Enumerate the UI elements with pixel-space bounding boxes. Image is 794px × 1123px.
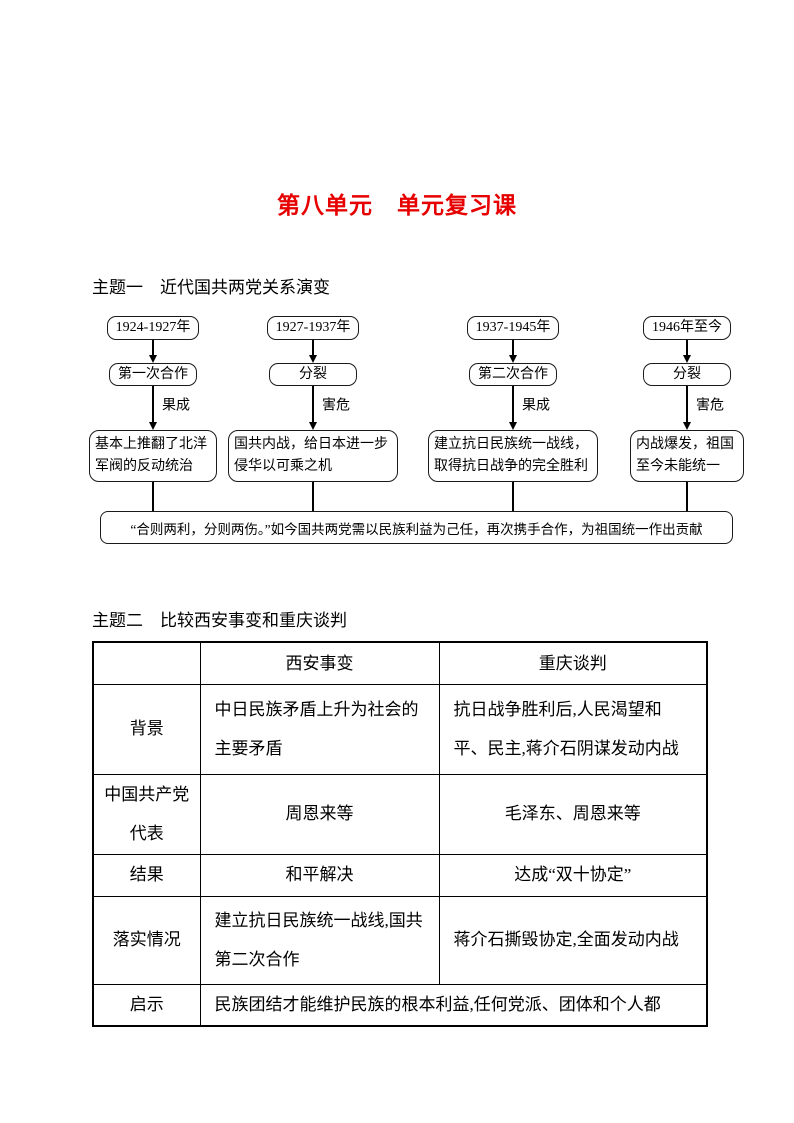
table-row-result: 结果 和平解决 达成“双十协定” bbox=[92, 853, 708, 897]
xian-representatives-cell: 周恩来等 bbox=[199, 773, 440, 855]
period-box: 1937-1945年 bbox=[466, 316, 560, 340]
table-row-background: 背景 中日民族矛盾上升为社会的主要矛盾 抗日战争胜利后,人民渴望和平、民主,蒋介… bbox=[92, 683, 708, 775]
status-box: 分裂 bbox=[269, 362, 357, 387]
xian-implementation-cell: 建立抗日民族统一战线,国共第二次合作 bbox=[199, 895, 440, 985]
row-label: 背景 bbox=[92, 683, 201, 775]
arrow-label: 危害 bbox=[694, 397, 723, 420]
header-chongqing-talks: 重庆谈判 bbox=[438, 641, 708, 685]
down-arrow-icon: 成果 bbox=[133, 386, 189, 431]
down-arrow-icon bbox=[667, 339, 707, 363]
result-box: 基本上推翻了北洋军阀的反动统治 bbox=[89, 430, 217, 482]
lesson-cell: 民族团结才能维护民族的根本利益,任何党派、团体和个人都 bbox=[199, 983, 708, 1027]
row-label: 结果 bbox=[92, 853, 201, 897]
result-box: 建立抗日民族统一战线，取得抗日战争的完全胜利 bbox=[428, 430, 598, 482]
period-box: 1924-1927年 bbox=[106, 316, 200, 340]
result-box: 内战爆发，祖国至今未能统一 bbox=[630, 430, 744, 482]
arrow-label: 危害 bbox=[320, 397, 349, 420]
arrow-label: 成果 bbox=[160, 397, 189, 420]
table-row-ccp-representatives: 中国共产党代表 周恩来等 毛泽东、周恩来等 bbox=[92, 773, 708, 855]
connector-line bbox=[312, 481, 314, 511]
result-box: 国共内战，给日本进一步侵华以可乘之机 bbox=[228, 430, 398, 482]
connector-line bbox=[512, 481, 514, 511]
period-box: 1927-1937年 bbox=[266, 316, 360, 340]
row-label: 落实情况 bbox=[92, 895, 201, 985]
down-arrow-icon: 成果 bbox=[493, 386, 549, 431]
chongqing-representatives-cell: 毛泽东、周恩来等 bbox=[438, 773, 708, 855]
chongqing-result-cell: 达成“双十协定” bbox=[438, 853, 708, 897]
down-arrow-icon: 危害 bbox=[667, 386, 723, 431]
theme2-heading: 主题二 比较西安事变和重庆谈判 bbox=[92, 611, 347, 630]
flow-column-1937-1945: 1937-1945年 第二次合作 成果 建立抗日民族统一战线，取得抗日战争的完全… bbox=[428, 316, 598, 511]
period-box: 1946年至今 bbox=[643, 316, 731, 340]
down-arrow-icon bbox=[293, 339, 333, 363]
flow-column-1924-1927: 1924-1927年 第一次合作 成果 基本上推翻了北洋军阀的反动统治 bbox=[89, 316, 217, 511]
down-arrow-icon bbox=[133, 339, 173, 363]
connector-line bbox=[686, 481, 688, 511]
down-arrow-icon: 危害 bbox=[293, 386, 349, 431]
chongqing-implementation-cell: 蒋介石撕毁协定,全面发动内战 bbox=[438, 895, 708, 985]
arrow-label: 成果 bbox=[520, 397, 549, 420]
header-xian-incident: 西安事变 bbox=[199, 641, 440, 685]
down-arrow-icon bbox=[493, 339, 533, 363]
comparison-table: 西安事变 重庆谈判 背景 中日民族矛盾上升为社会的主要矛盾 抗日战争胜利后,人民… bbox=[92, 641, 708, 1027]
table-row-implementation: 落实情况 建立抗日民族统一战线,国共第二次合作 蒋介石撕毁协定,全面发动内战 bbox=[92, 895, 708, 985]
status-box: 分裂 bbox=[643, 362, 731, 387]
flow-column-1927-1937: 1927-1937年 分裂 危害 国共内战，给日本进一步侵华以可乘之机 bbox=[228, 316, 398, 511]
row-label: 启示 bbox=[92, 983, 201, 1027]
status-box: 第二次合作 bbox=[469, 362, 557, 387]
page-title: 第八单元 单元复习课 bbox=[277, 193, 517, 218]
flow-column-1946-now: 1946年至今 分裂 危害 内战爆发，祖国至今未能统一 bbox=[630, 316, 744, 511]
chongqing-background-cell: 抗日战争胜利后,人民渴望和平、民主,蒋介石阴谋发动内战 bbox=[438, 683, 708, 775]
status-box: 第一次合作 bbox=[109, 362, 197, 387]
xian-background-cell: 中日民族矛盾上升为社会的主要矛盾 bbox=[199, 683, 440, 775]
conclusion-box: “合则两利，分则两伤。”如今国共两党需以民族利益为己任，再次携手合作，为祖国统一… bbox=[100, 511, 733, 544]
connector-line bbox=[152, 481, 154, 511]
theme1-heading: 主题一 近代国共两党关系演变 bbox=[92, 278, 330, 297]
header-empty-cell bbox=[92, 641, 201, 685]
xian-result-cell: 和平解决 bbox=[199, 853, 440, 897]
table-header-row: 西安事变 重庆谈判 bbox=[92, 641, 708, 685]
row-label: 中国共产党代表 bbox=[92, 773, 201, 855]
table-row-lesson: 启示 民族团结才能维护民族的根本利益,任何党派、团体和个人都 bbox=[92, 983, 708, 1027]
kmt-ccp-relations-flowchart: 1924-1927年 第一次合作 成果 基本上推翻了北洋军阀的反动统治 1927… bbox=[0, 316, 794, 544]
